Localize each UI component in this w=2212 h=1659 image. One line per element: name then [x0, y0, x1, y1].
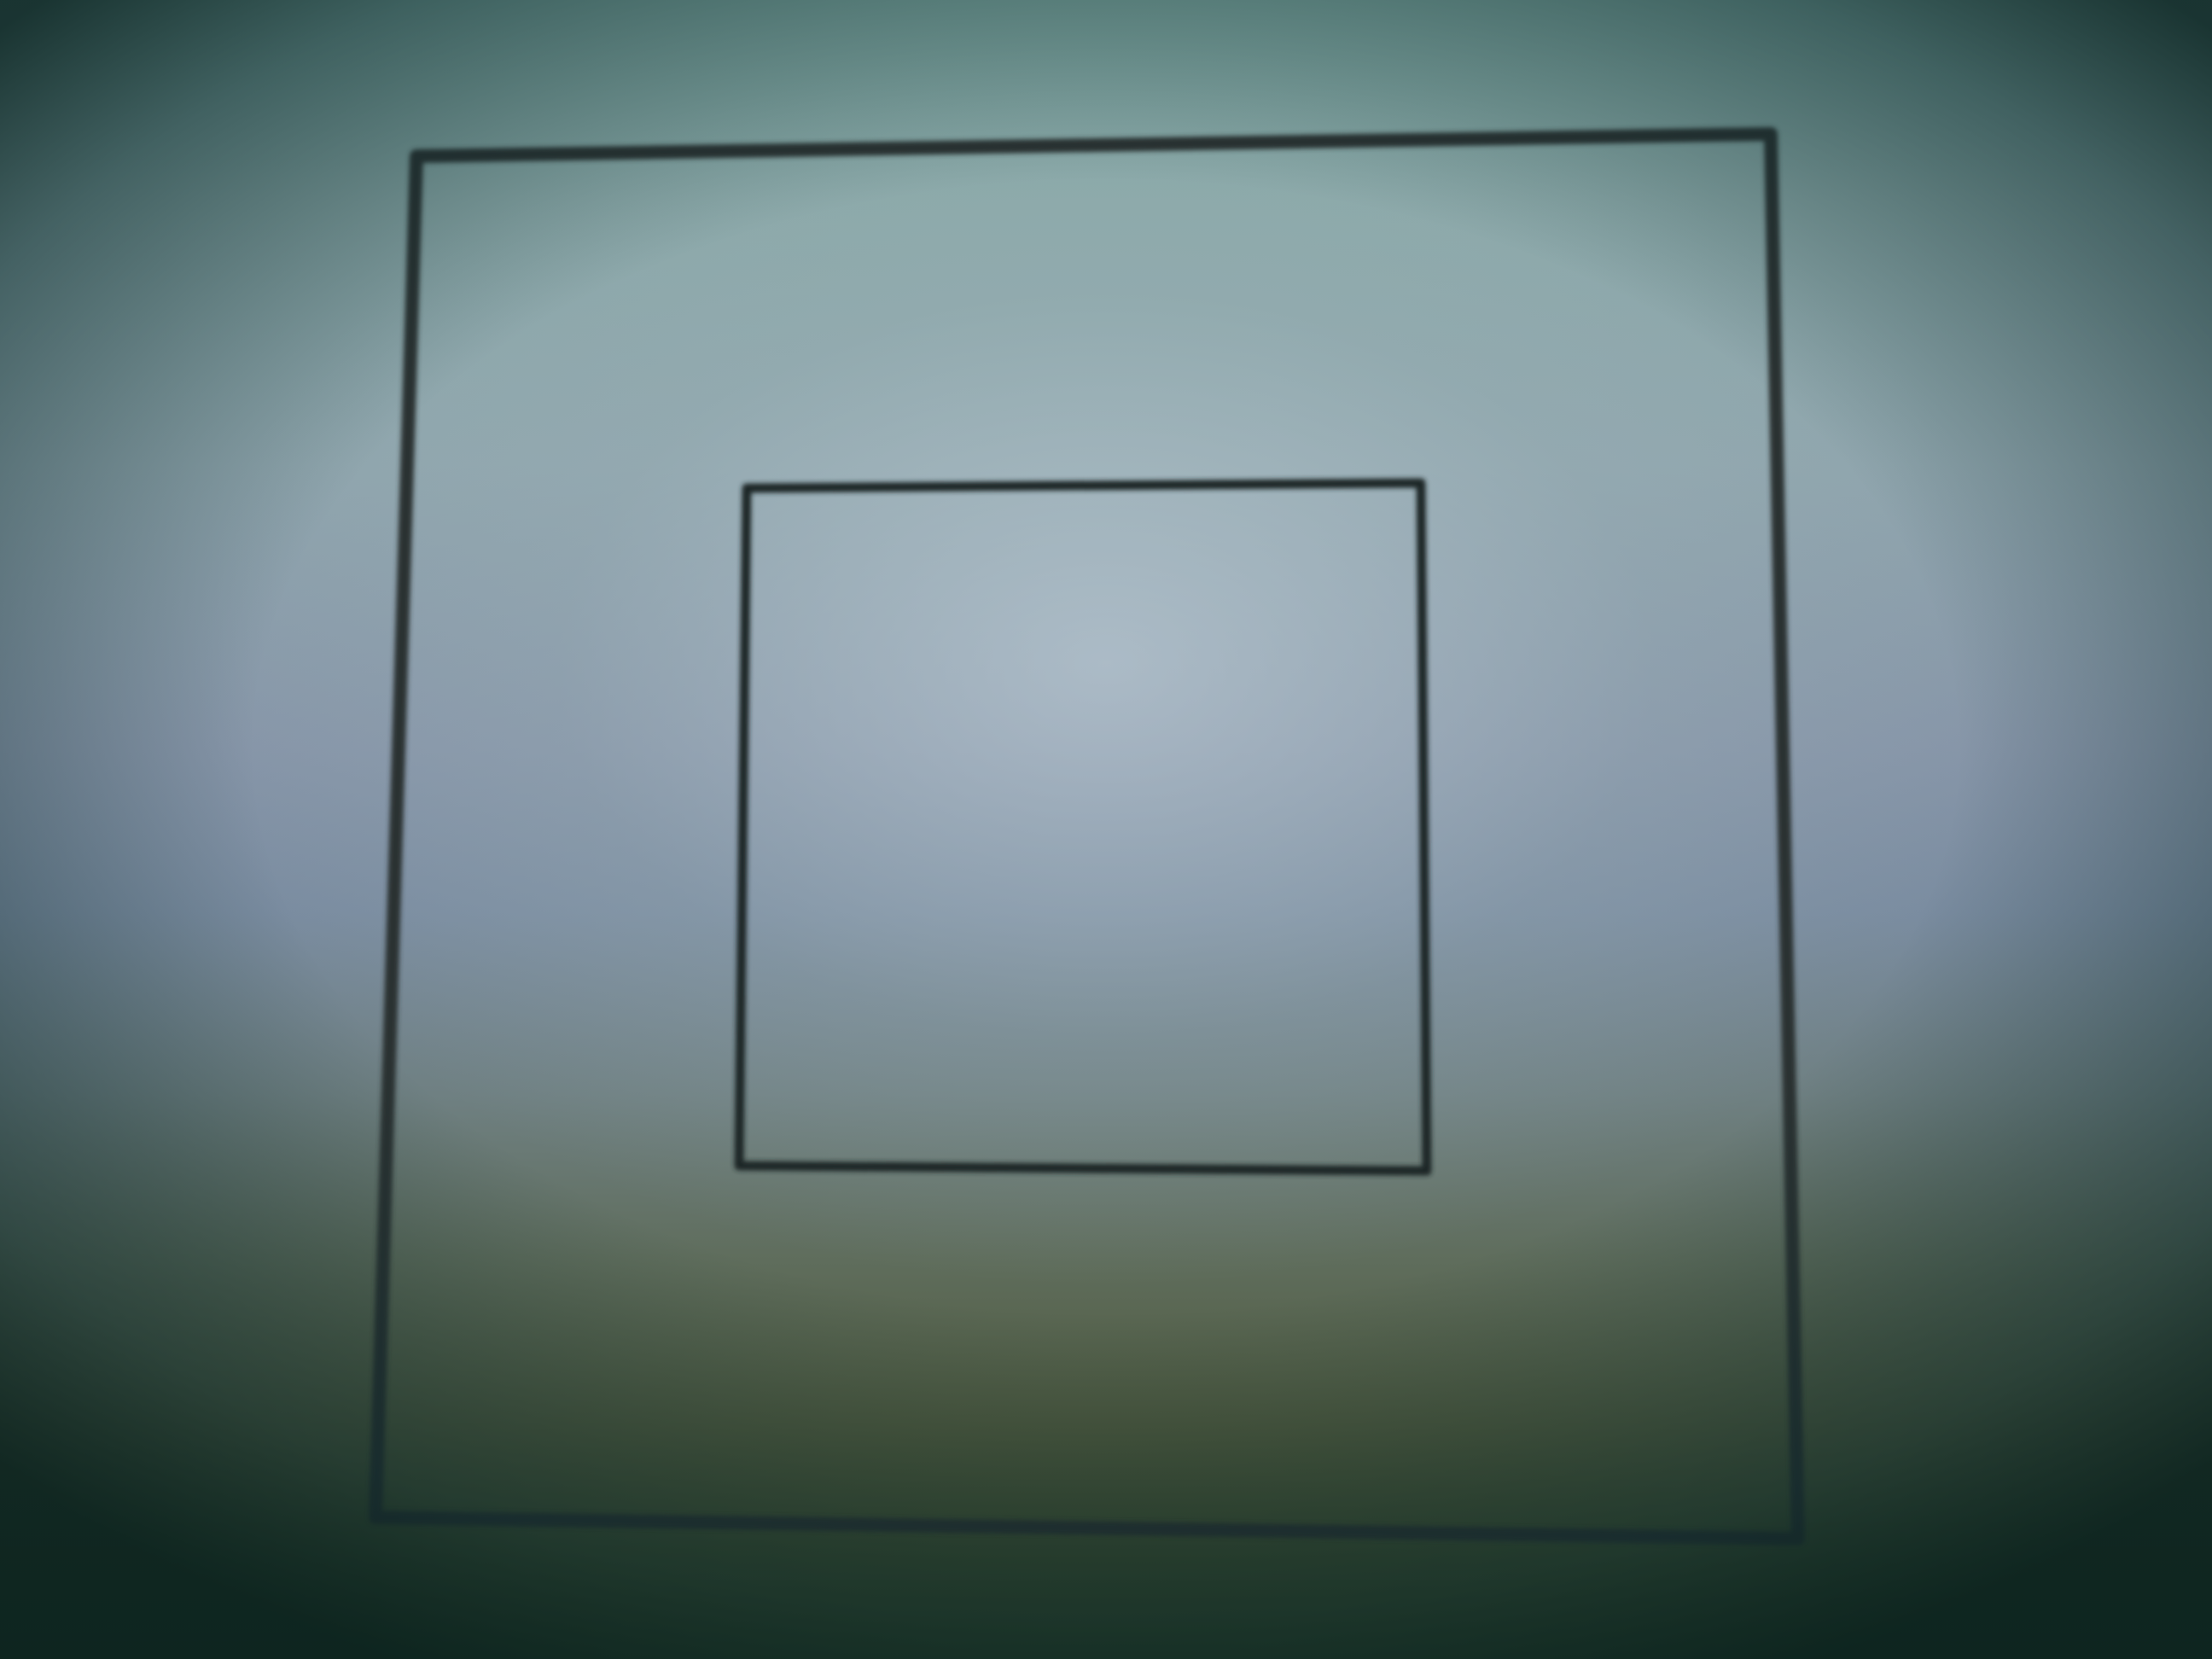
inner-square: [734, 478, 1432, 1176]
outer-square: [369, 127, 1805, 1545]
